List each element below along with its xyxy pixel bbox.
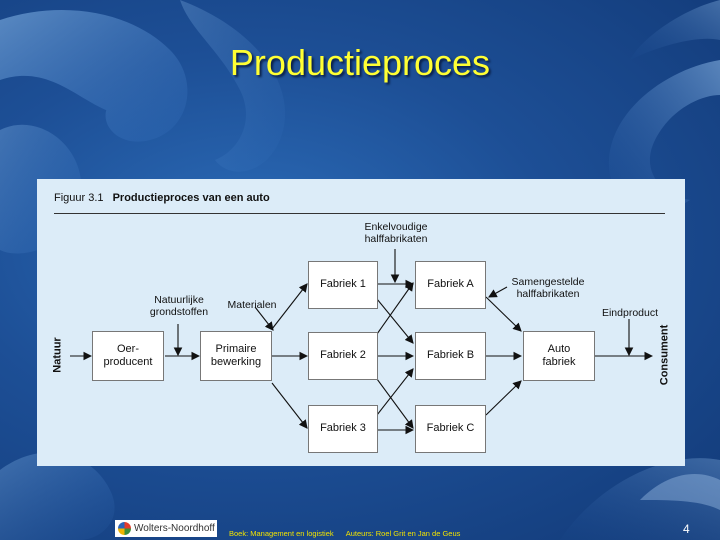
figure-caption: Productieproces van een auto [112, 192, 270, 204]
arrow-f3-b [376, 368, 414, 416]
pointer-materialen [254, 306, 274, 331]
label-consument: Consument [658, 324, 671, 386]
arrow-c-auto [485, 380, 522, 416]
label-eindproduct: Eindproduct [601, 307, 659, 319]
node-fabriek-3: Fabriek 3 [308, 405, 378, 453]
slide-title: Productieproces [229, 42, 491, 83]
figure-header: Figuur 3.1 Productieproces van een auto [54, 192, 270, 204]
node-auto-fabriek: Auto fabriek [523, 331, 595, 381]
label-natuurlijke-grondstoffen: Natuurlijke grondstoffen [149, 294, 209, 319]
node-fabriek-c: Fabriek C [415, 405, 486, 453]
label-materialen: Materialen [227, 299, 277, 311]
label-natuur: Natuur [51, 337, 64, 373]
arrow-primaire-f1 [271, 283, 308, 330]
arrow-primaire-f3 [271, 382, 308, 429]
node-fabriek-1: Fabriek 1 [308, 261, 378, 309]
figure-panel: Figuur 3.1 Productieproces van een auto [37, 179, 685, 466]
footer-credits: Boek: Management en logistiek Auteurs: R… [229, 529, 460, 538]
figure-rule [54, 213, 665, 214]
publisher-logo-icon [118, 522, 131, 535]
page-number: 4 [683, 522, 690, 536]
arrow-f1-b [376, 298, 414, 344]
footer-authors: Auteurs: Roel Grit en Jan de Geus [345, 529, 461, 538]
arrow-f2-c [376, 378, 414, 429]
node-fabriek-a: Fabriek A [415, 261, 486, 309]
arrow-a-auto [485, 296, 522, 332]
flow-connectors [70, 249, 654, 435]
pointer-samengestelde [488, 286, 508, 298]
publisher-logo-text: Wolters-Noordhoff [134, 523, 215, 534]
footer-book: Boek: Management en logistiek [229, 529, 334, 538]
node-fabriek-b: Fabriek B [415, 332, 486, 380]
figure-number: Figuur 3.1 [54, 192, 104, 204]
node-fabriek-2: Fabriek 2 [308, 332, 378, 380]
label-samengestelde-halffabrikaten: Samengestelde halffabrikaten [511, 276, 585, 301]
arrow-f2-a [376, 282, 414, 335]
label-enkelvoudige-halffabrikaten: Enkelvoudige halffabrikaten [364, 221, 428, 246]
node-oer-producent: Oer- producent [92, 331, 164, 381]
publisher-logo: Wolters-Noordhoff [115, 520, 217, 537]
node-primaire-bewerking: Primaire bewerking [200, 331, 272, 381]
